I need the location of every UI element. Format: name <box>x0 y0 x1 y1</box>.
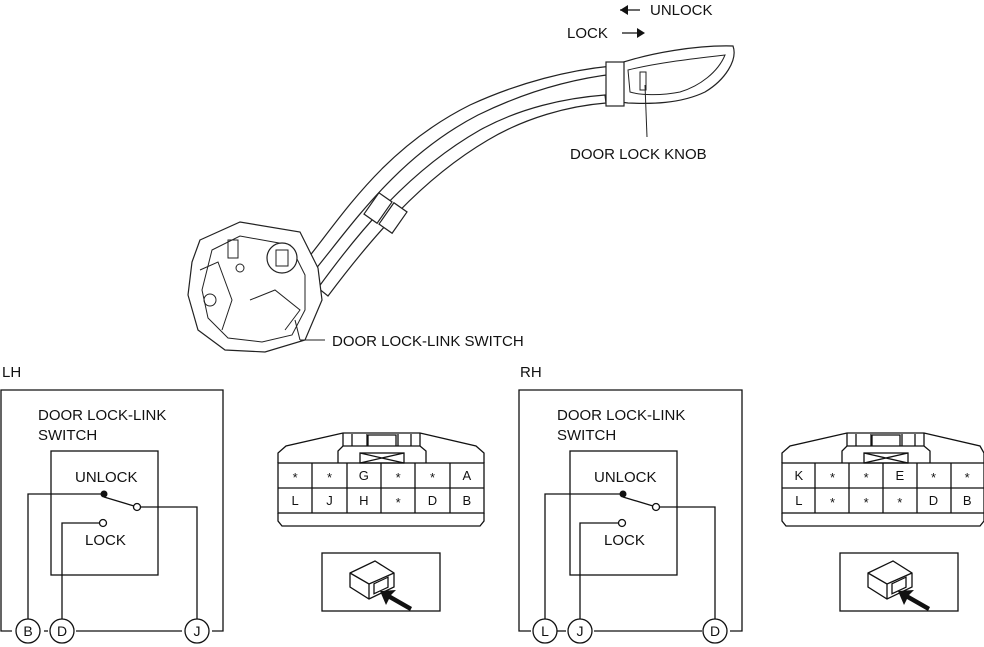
rh-connector-pin: B <box>963 493 972 508</box>
lh-connector-pin: H <box>359 493 368 508</box>
insertion-arrow-icon <box>898 590 930 611</box>
svg-text:D: D <box>710 623 720 639</box>
rh-side-label: RH <box>520 364 542 381</box>
svg-text:B: B <box>23 623 32 639</box>
lh-switch-title-line2: SWITCH <box>38 427 97 444</box>
lh-connector-face: * * G * * A L J H * D B <box>277 432 485 527</box>
knob-leader-line <box>644 84 648 138</box>
lh-terminal-common: J <box>184 618 210 644</box>
lh-switch-body <box>50 450 159 576</box>
lh-side-label: LH <box>2 364 21 381</box>
unlock-direction-indicator: UNLOCK <box>620 2 713 19</box>
lh-connector-pin: * <box>396 495 401 510</box>
rh-unlock-contact <box>619 490 627 498</box>
rh-connector-pin: E <box>895 468 904 483</box>
lh-connector-pin: B <box>462 493 471 508</box>
rh-connector-face: K * * E * * L * * * D B <box>781 432 984 527</box>
rh-connector-pin: * <box>931 470 936 485</box>
lh-connector-pin: * <box>293 470 298 485</box>
lh-connector-pin: J <box>326 493 333 508</box>
unlock-direction-label: UNLOCK <box>650 2 713 19</box>
lh-unlock-contact <box>100 490 108 498</box>
rh-lock-position-label: LOCK <box>604 532 645 549</box>
lh-connector-view-icon <box>321 552 441 612</box>
door-lock-link-switch-callout: DOOR LOCK-LINK SWITCH <box>332 333 524 350</box>
rh-outer-frame <box>518 389 743 632</box>
arrowhead-right-icon <box>637 28 645 38</box>
rh-connector-pin: * <box>830 470 835 485</box>
rh-connector-pin: * <box>965 470 970 485</box>
rh-connector-pin: L <box>795 493 802 508</box>
rh-connector-pin: * <box>864 470 869 485</box>
arrowhead-left-icon <box>620 5 628 15</box>
door-latch-assembly-illustration <box>187 45 735 353</box>
lh-connector-pin: * <box>327 470 332 485</box>
lh-connector-pin: D <box>428 493 437 508</box>
rh-connector-pin: * <box>864 495 869 510</box>
lh-switch-title-line1: DOOR LOCK-LINK <box>38 407 166 424</box>
rh-terminal-unlock: L <box>532 618 558 644</box>
insertion-arrow-icon <box>380 590 412 611</box>
lh-connector-pin: L <box>292 493 299 508</box>
lh-terminal-lock: D <box>49 618 75 644</box>
lh-connector-pin: * <box>430 470 435 485</box>
rh-schematic: RH DOOR LOCK-LINK SWITCH UNLOCK LOCK L J… <box>518 364 743 644</box>
lh-common-contact <box>132 502 142 512</box>
lh-connector-pin: G <box>359 468 369 483</box>
svg-text:J: J <box>577 623 584 639</box>
lock-direction-label: LOCK <box>567 25 608 42</box>
rh-connector-view-icon <box>839 552 959 612</box>
lh-switch-lever <box>103 496 135 507</box>
lh-unlock-position-label: UNLOCK <box>75 469 138 486</box>
rh-switch-title-line2: SWITCH <box>557 427 616 444</box>
lh-connector-pin: * <box>396 470 401 485</box>
lh-lock-contact <box>98 518 108 528</box>
lh-outer-frame <box>0 389 224 632</box>
lock-direction-indicator: LOCK <box>567 25 645 42</box>
lh-connector-pin: A <box>462 468 471 483</box>
rh-connector-pin: * <box>830 495 835 510</box>
rh-common-contact <box>651 502 661 512</box>
door-lock-knob-callout: DOOR LOCK KNOB <box>570 146 707 163</box>
rh-terminal-common: D <box>702 618 728 644</box>
rh-connector-pin: D <box>929 493 938 508</box>
svg-text:D: D <box>57 623 67 639</box>
rh-switch-title-line1: DOOR LOCK-LINK <box>557 407 685 424</box>
rh-connector-pin: * <box>897 495 902 510</box>
lh-schematic: LH DOOR LOCK-LINK SWITCH UNLOCK LOCK B D… <box>0 364 224 644</box>
rh-connector-pin: K <box>794 468 803 483</box>
switch-leader-line-a <box>294 319 301 341</box>
rh-terminal-lock: J <box>567 618 593 644</box>
svg-text:J: J <box>194 623 201 639</box>
rh-switch-body <box>569 450 678 576</box>
svg-text:L: L <box>541 623 549 639</box>
rh-switch-lever <box>622 496 654 507</box>
lh-terminal-unlock: B <box>15 618 41 644</box>
lh-lock-position-label: LOCK <box>85 532 126 549</box>
rh-lock-contact <box>617 518 627 528</box>
rh-unlock-position-label: UNLOCK <box>594 469 657 486</box>
